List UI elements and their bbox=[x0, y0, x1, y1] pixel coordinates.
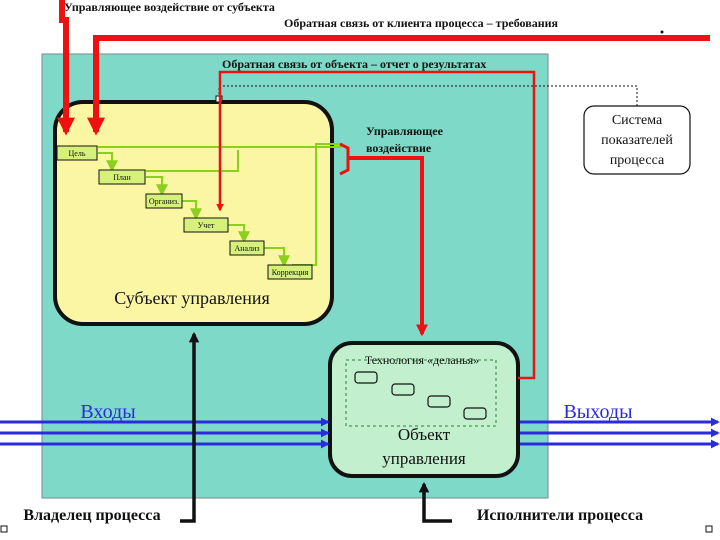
technology-label: Технология «деланья» bbox=[365, 353, 479, 367]
indicator-line-2: показателей bbox=[601, 133, 673, 148]
owner-label: Владелец процесса bbox=[23, 507, 160, 524]
step-box-goal bbox=[56, 145, 98, 161]
dot-marker bbox=[660, 30, 664, 34]
step-box-analysis bbox=[229, 240, 265, 256]
label-control-from-subject: Управляющее воздействие от субъекта bbox=[64, 0, 275, 14]
step-box-correction bbox=[267, 264, 313, 280]
technology-step bbox=[463, 407, 487, 420]
technology-step bbox=[354, 371, 378, 384]
step-accounting: Учет bbox=[198, 221, 215, 230]
step-correction: Коррекция bbox=[272, 268, 309, 277]
object-title-2: управления bbox=[382, 449, 466, 468]
control-action-arrow bbox=[348, 156, 428, 337]
outputs-label: Выходы bbox=[563, 401, 632, 423]
indicator-line-3: процесса bbox=[610, 153, 665, 168]
executors-label: Исполнители процесса bbox=[477, 507, 643, 524]
subject-steps bbox=[56, 145, 313, 280]
output-flows bbox=[520, 417, 720, 449]
subject-title: Субъект управления bbox=[114, 288, 270, 308]
step-box-accounting bbox=[183, 217, 229, 233]
technology-step bbox=[427, 395, 451, 408]
step-plan: План bbox=[113, 173, 131, 182]
object-title-1: Объект bbox=[398, 425, 451, 444]
indicator-line-1: Система bbox=[612, 113, 663, 128]
step-goal: Цель bbox=[69, 149, 86, 158]
technology-step bbox=[391, 383, 415, 396]
input-flows bbox=[0, 417, 330, 449]
owner-arrow bbox=[180, 331, 200, 523]
technology-area bbox=[345, 359, 497, 427]
step-analysis: Анализ bbox=[234, 244, 259, 253]
label-control-action-2: воздействие bbox=[366, 141, 432, 155]
step-box-plan bbox=[98, 169, 146, 185]
client-feedback-arrow bbox=[87, 35, 710, 136]
executors-node bbox=[705, 525, 713, 533]
label-control-action-1: Управляющее bbox=[366, 124, 444, 138]
control-from-subject-arrow bbox=[57, 0, 75, 136]
label-object-feedback: Обратная связь от объекта – отчет о резу… bbox=[222, 57, 486, 71]
owner-node bbox=[0, 525, 8, 533]
object-feedback-arrow bbox=[216, 70, 536, 380]
label-client-feedback: Обратная связь от клиента процесса – тре… bbox=[284, 16, 559, 30]
executors-arrow bbox=[418, 481, 452, 523]
step-box-organization bbox=[145, 193, 183, 209]
step-organization: Организ. bbox=[149, 197, 179, 206]
inputs-label: Входы bbox=[80, 401, 135, 423]
